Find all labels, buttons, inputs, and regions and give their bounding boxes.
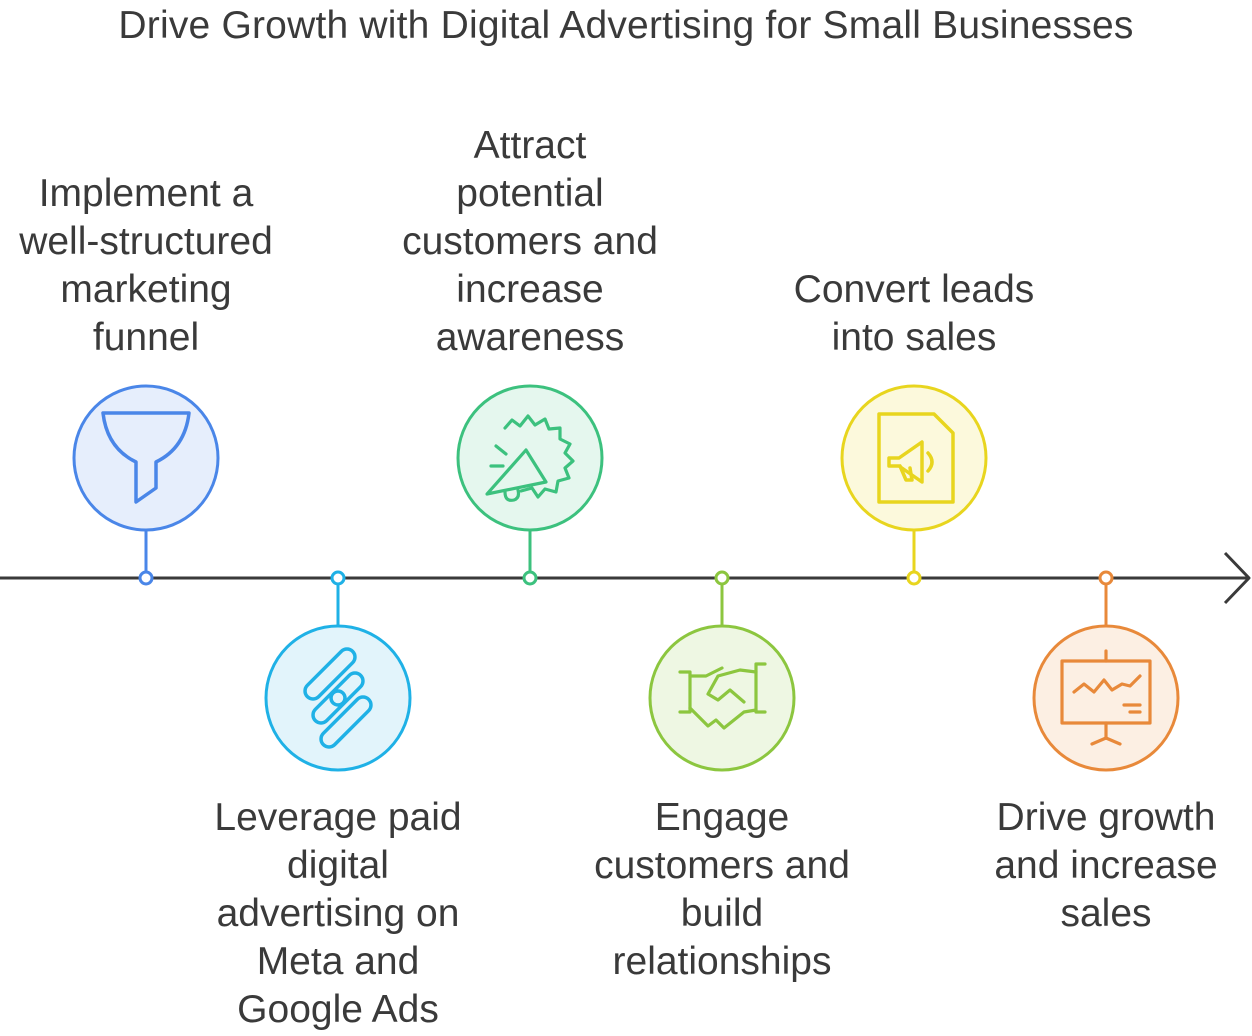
step-6-label: Drive growth and increase sales <box>994 796 1218 935</box>
step-6-dot <box>1098 570 1114 586</box>
funnel-icon <box>101 411 191 504</box>
step-6-node <box>1032 570 1180 772</box>
step-4-dot <box>714 570 730 586</box>
step-3-label: Attract potential customers and increase… <box>402 124 658 359</box>
step-5-label: Convert leads into sales <box>793 268 1035 359</box>
step-2-label: Leverage paid digital advertising on Met… <box>214 796 462 1031</box>
step-1-node <box>72 384 220 586</box>
ads-stripes-icon <box>303 647 373 749</box>
megaphone-badge-icon <box>485 414 575 502</box>
step-6-circle <box>1032 624 1180 772</box>
step-3-node <box>456 384 604 586</box>
timeline-arrowhead <box>1223 551 1251 605</box>
step-4-node <box>648 570 796 772</box>
diagram-title: Drive Growth with Digital Advertising fo… <box>118 4 1134 47</box>
step-5-circle <box>840 384 988 532</box>
step-2-dot <box>330 570 346 586</box>
step-3-dot <box>522 570 538 586</box>
step-1-dot <box>138 570 154 586</box>
handshake-icon <box>678 662 767 730</box>
step-5-dot <box>906 570 922 586</box>
step-5-node <box>840 384 988 586</box>
step-2-node <box>264 570 412 772</box>
step-1-circle <box>72 384 220 532</box>
step-4-label: Engage customers and build relationships <box>594 796 850 983</box>
presentation-chart-icon <box>1060 649 1152 746</box>
step-1-label: Implement a well-structured marketing fu… <box>19 172 273 359</box>
megaphone-document-icon <box>877 412 955 504</box>
step-2-circle <box>264 624 412 772</box>
